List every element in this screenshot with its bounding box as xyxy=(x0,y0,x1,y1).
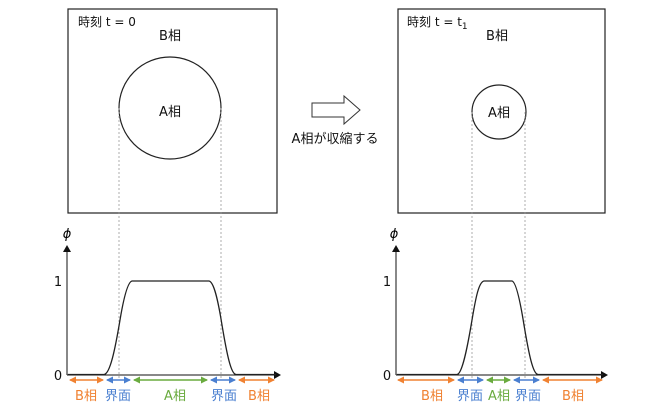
left-region-label-a: A相 xyxy=(164,389,186,404)
right-domain-panel: 時刻 t = t1 B相 A相 xyxy=(397,8,606,214)
right-profile-plot: ϕ 1 0 B相 界面 A相 界面 B相 xyxy=(383,227,608,404)
left-region-label-interface2: 界面 xyxy=(211,389,237,404)
left-region-label-b2: B相 xyxy=(248,389,270,404)
left-profile-plot: ϕ 1 0 B相 界面 A相 界面 B相 xyxy=(54,227,281,404)
left-domain-panel: 時刻 t = 0 B相 A相 xyxy=(67,8,278,214)
right-region-label-interface1: 界面 xyxy=(457,389,483,404)
transition-caption: A相が収縮する xyxy=(292,131,379,147)
right-region-label-a: A相 xyxy=(488,389,510,404)
right-y-tick-0: 0 xyxy=(383,369,391,384)
right-inner-phase-label: A相 xyxy=(488,106,510,121)
right-region-label-b1: B相 xyxy=(421,389,443,404)
right-phi-curve xyxy=(397,280,603,376)
left-y-tick-0: 0 xyxy=(54,369,62,384)
left-outer-phase-label: B相 xyxy=(159,29,181,44)
right-region-label-b2: B相 xyxy=(562,389,584,404)
right-outer-phase-label: B相 xyxy=(486,29,508,44)
right-phi-label: ϕ xyxy=(390,227,399,242)
right-region-label-interface2: 界面 xyxy=(515,389,541,404)
left-phi-curve xyxy=(68,280,276,376)
left-y-tick-1: 1 xyxy=(54,275,62,290)
left-inner-phase-label: A相 xyxy=(159,105,181,120)
left-region-label-interface1: 界面 xyxy=(105,389,131,404)
left-phi-label: ϕ xyxy=(63,227,72,242)
right-y-tick-1: 1 xyxy=(383,275,391,290)
hollow-right-arrow-icon xyxy=(311,94,361,126)
left-time-label: 時刻 t = 0 xyxy=(78,15,136,29)
left-region-label-b1: B相 xyxy=(75,389,97,404)
right-time-label: 時刻 t = t1 xyxy=(407,15,468,32)
